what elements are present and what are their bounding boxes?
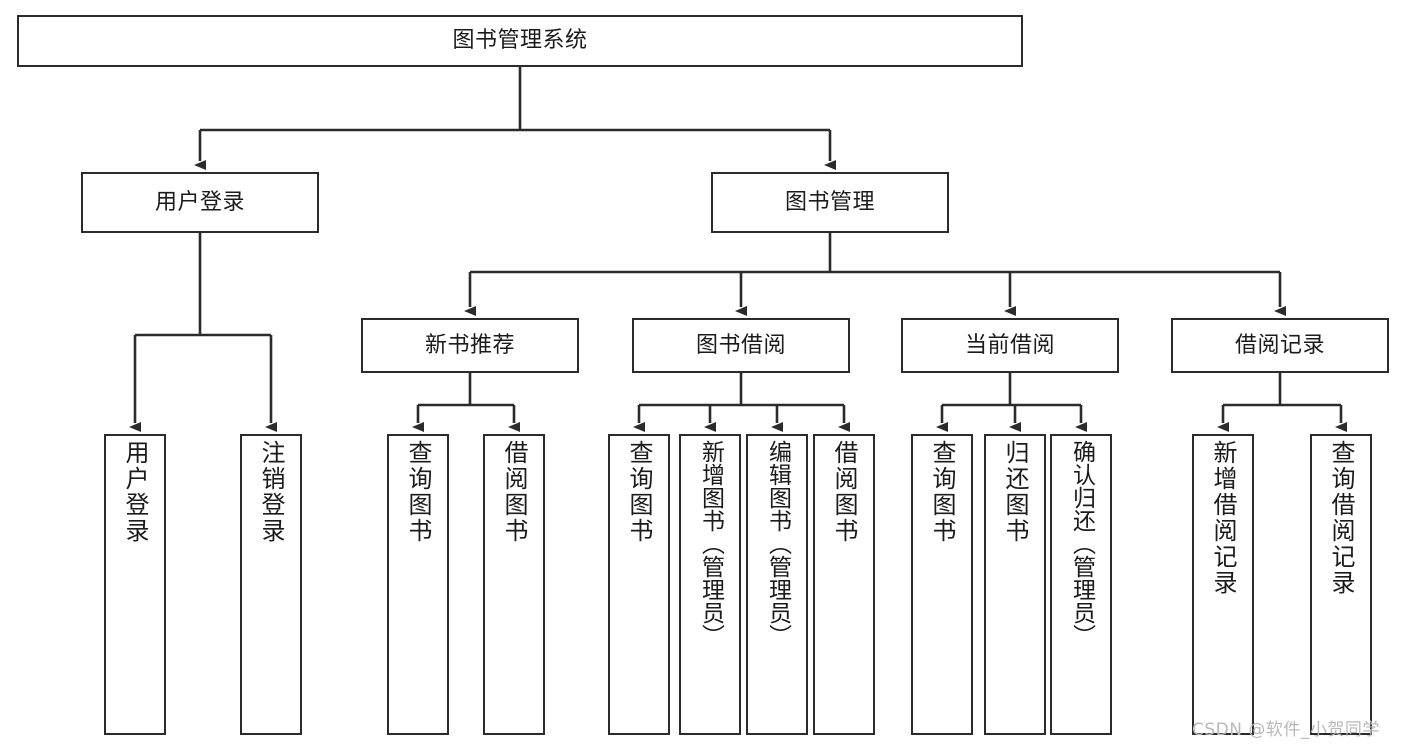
node-label: 借阅记录 (1234, 332, 1325, 358)
node-leaf-query-book-current[interactable]: 查询图书 (911, 434, 973, 735)
node-label: 图书借阅 (695, 332, 786, 358)
node-label: 查询图书 (404, 440, 432, 544)
node-book-mgmt[interactable]: 图书管理 (711, 172, 949, 233)
node-leaf-query-book-borrow[interactable]: 查询图书 (608, 434, 670, 735)
node-leaf-query-book-rec[interactable]: 查询图书 (387, 434, 449, 735)
node-label: 用户登录 (121, 440, 149, 544)
node-new-book-rec[interactable]: 新书推荐 (361, 318, 579, 373)
node-label: 查询借阅记录 (1327, 440, 1355, 596)
node-label: 查询图书 (928, 440, 956, 544)
node-label: 确认归还（管理员） (1068, 440, 1095, 647)
node-label: 归还图书 (1001, 440, 1029, 544)
node-label: 借阅图书 (830, 440, 858, 544)
node-label: 编辑图书（管理员） (764, 440, 791, 647)
node-leaf-add-book-admin[interactable]: 新增图书（管理员） (679, 434, 741, 735)
node-label: 当前借阅 (964, 332, 1055, 358)
node-leaf-borrow-book[interactable]: 借阅图书 (813, 434, 875, 735)
node-label: 新增图书（管理员） (697, 440, 724, 647)
node-label: 借阅图书 (500, 440, 528, 544)
node-leaf-query-borrow-record[interactable]: 查询借阅记录 (1310, 434, 1372, 735)
node-leaf-edit-book-admin[interactable]: 编辑图书（管理员） (746, 434, 808, 735)
node-leaf-confirm-return-admin[interactable]: 确认归还（管理员） (1050, 434, 1112, 735)
node-label: 图书管理系统 (452, 28, 588, 54)
node-label: 注销登录 (257, 440, 285, 544)
node-label: 图书管理 (784, 189, 875, 215)
node-label: 新书推荐 (424, 332, 515, 358)
node-leaf-borrow-book-rec[interactable]: 借阅图书 (483, 434, 545, 735)
node-leaf-return-book[interactable]: 归还图书 (984, 434, 1046, 735)
node-leaf-user-logout[interactable]: 注销登录 (240, 434, 302, 735)
node-root[interactable]: 图书管理系统 (17, 15, 1023, 67)
node-borrow-record[interactable]: 借阅记录 (1171, 318, 1389, 373)
node-current-borrow[interactable]: 当前借阅 (901, 318, 1119, 373)
node-label: 查询图书 (625, 440, 653, 544)
node-book-borrow[interactable]: 图书借阅 (632, 318, 850, 373)
node-user-login[interactable]: 用户登录 (81, 172, 319, 233)
node-label: 新增借阅记录 (1209, 440, 1237, 596)
node-leaf-add-borrow-record[interactable]: 新增借阅记录 (1192, 434, 1254, 735)
node-leaf-user-login[interactable]: 用户登录 (104, 434, 166, 735)
node-label: 用户登录 (154, 189, 245, 215)
csdn-watermark: CSDN @软件_小贺同学 (1192, 720, 1380, 740)
